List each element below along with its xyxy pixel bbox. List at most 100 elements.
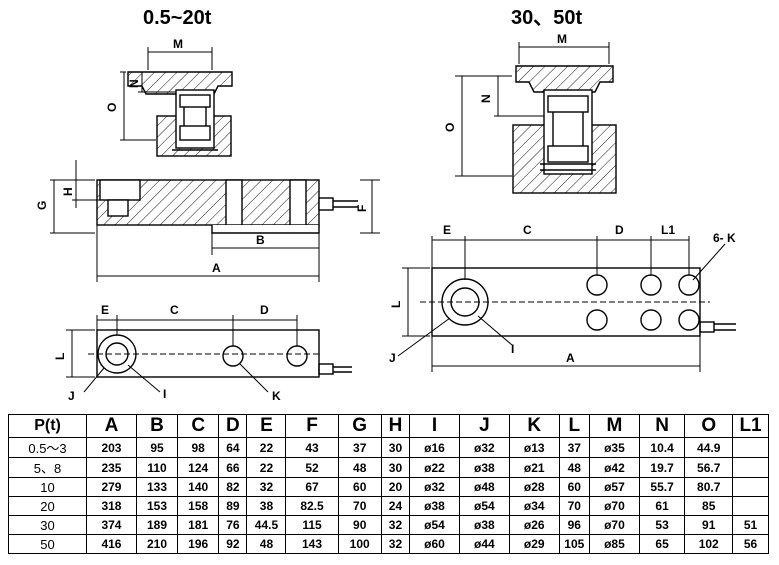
table-header-cell: K (508, 414, 560, 438)
table-header-cell: E (246, 414, 287, 438)
label-m-left: M (173, 37, 183, 51)
table-cell: 70 (558, 496, 590, 516)
table-cell: 210 (135, 534, 179, 554)
table-cell: 279 (86, 477, 137, 497)
label-g-left: G (35, 201, 49, 210)
table-cell: 44.5 (246, 515, 287, 535)
table-cell: 48 (337, 457, 382, 478)
table-cell: 102 (684, 534, 734, 554)
table-cell: 48 (558, 457, 590, 478)
label-j-right: J (389, 351, 396, 365)
table-cell: 67 (285, 477, 339, 497)
table-header-cell: H (380, 414, 411, 438)
label-o-right: O (443, 123, 457, 132)
table-cell: 82 (218, 477, 248, 497)
table-cell (732, 457, 769, 478)
table-cell: 0.5～3 (7, 437, 88, 458)
table-header-cell: B (135, 414, 179, 438)
table-cell: ø44 (458, 534, 510, 554)
label-j-left: J (68, 389, 75, 403)
table-cell: 110 (135, 457, 179, 478)
table-cell: 22 (246, 437, 287, 458)
label-a-left: A (212, 261, 221, 275)
table-cell (732, 496, 769, 516)
table-header-cell: G (337, 414, 382, 438)
table-cell: 30 (7, 515, 88, 535)
right-cross-section (512, 65, 617, 194)
table-cell: ø28 (508, 477, 560, 497)
table-cell: 51 (732, 515, 769, 535)
table-cell: 44.9 (684, 437, 734, 458)
table-cell: ø57 (588, 477, 640, 497)
table-cell: 48 (246, 534, 287, 554)
table-cell: 32 (246, 477, 287, 497)
table-cell: 133 (135, 477, 179, 497)
title-right: 30、50t (511, 7, 582, 29)
table-cell: 52 (285, 457, 339, 478)
table-cell: 55.7 (638, 477, 686, 497)
table-cell: 374 (86, 515, 137, 535)
table-cell: 32 (380, 534, 411, 554)
table-cell: 10 (7, 477, 88, 497)
table-cell: 124 (177, 457, 220, 478)
label-i-right: I (511, 342, 514, 356)
label-e-left: E (101, 303, 109, 317)
table-cell: 100 (337, 534, 382, 554)
table-cell: 80.7 (684, 477, 734, 497)
title-left: 0.5~20t (143, 7, 212, 29)
table-cell: 98 (177, 437, 220, 458)
label-m-right: M (557, 32, 567, 46)
table-cell: 65 (638, 534, 686, 554)
table-cell: 37 (337, 437, 382, 458)
table-cell: 60 (558, 477, 590, 497)
table-header-cell: F (285, 414, 339, 438)
table-cell: 56 (732, 534, 769, 554)
table-cell: ø70 (588, 496, 640, 516)
table-cell (732, 437, 769, 458)
table-cell: 66 (218, 457, 248, 478)
table-cell: ø54 (458, 496, 510, 516)
table-cell: ø13 (508, 437, 560, 458)
left-cross-section (127, 71, 233, 157)
label-a-right: A (566, 351, 575, 365)
table-cell: ø34 (508, 496, 560, 516)
table-cell: 181 (177, 515, 220, 535)
table-cell: ø35 (588, 437, 640, 458)
table-cell: 56.7 (684, 457, 734, 478)
table-cell: 416 (86, 534, 137, 554)
table-cell: 22 (246, 457, 287, 478)
table-header-cell: I (409, 414, 460, 438)
table-cell: 38 (246, 496, 287, 516)
label-6k-right: 6- K (713, 231, 736, 245)
table-cell: ø85 (588, 534, 640, 554)
table-cell: 318 (86, 496, 137, 516)
table-cell: 53 (638, 515, 686, 535)
table-cell: 32 (380, 515, 411, 535)
table-cell: 189 (135, 515, 179, 535)
label-l-left: L (53, 353, 67, 360)
table-cell (732, 477, 769, 497)
label-l-right: L (389, 301, 403, 308)
left-side-view (96, 179, 358, 234)
table-cell: 64 (218, 437, 248, 458)
table-cell: 105 (558, 534, 590, 554)
table-header-cell: N (638, 414, 686, 438)
table-cell: 20 (7, 496, 88, 516)
table-cell: 235 (86, 457, 137, 478)
label-o-left: O (105, 103, 119, 112)
table-cell: ø70 (588, 515, 640, 535)
table-cell: 5、8 (7, 457, 88, 478)
table-header-cell: J (458, 414, 510, 438)
table-cell: 115 (285, 515, 339, 535)
table-cell: 140 (177, 477, 220, 497)
table-cell: ø22 (409, 457, 460, 478)
table-header-cell: A (86, 414, 137, 438)
label-e-right: E (443, 223, 451, 237)
table-header-cell: P(t) (7, 414, 88, 438)
table-cell: ø38 (458, 515, 510, 535)
table-cell: ø38 (458, 457, 510, 478)
